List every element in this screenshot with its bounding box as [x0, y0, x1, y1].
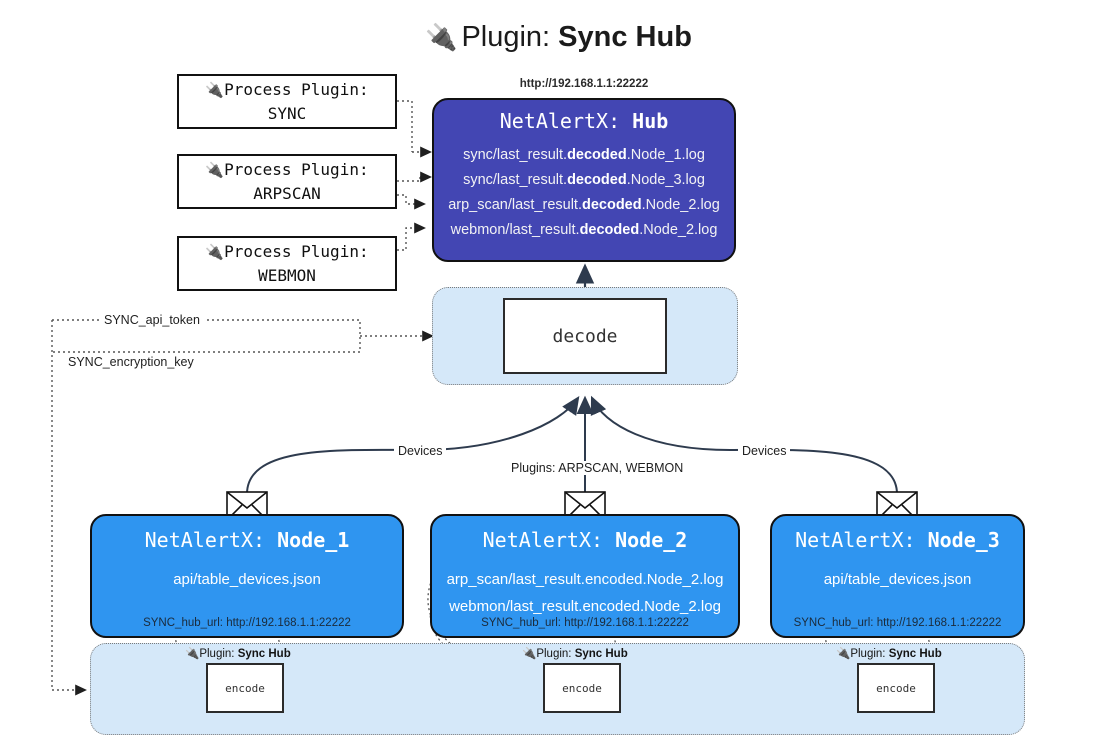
hub-log-mid: decoded — [579, 222, 640, 238]
process-plugin-box-webmon[interactable]: 🔌Process Plugin: WEBMON — [177, 236, 397, 291]
sync-encryption-key-label: SYNC_encryption_key — [64, 355, 198, 369]
node-line: webmon/last_result.encoded.Node_2.log — [449, 598, 721, 615]
node-box-2[interactable]: NetAlertX: Node_2 arp_scan/last_result.e… — [430, 514, 740, 638]
hub-log-pre: webmon/last_result. — [450, 222, 580, 238]
hub-log-line: sync/last_result.decoded.Node_1.log — [434, 143, 734, 168]
node-title-prefix: NetAlertX: — [795, 528, 928, 552]
encoder-plugin-label-3: 🔌Plugin: Sync Hub — [836, 646, 942, 660]
plug-icon: 🔌 — [836, 648, 851, 660]
node-title-prefix: NetAlertX: — [144, 528, 278, 552]
encoder-plugin-prefix: Plugin: — [536, 648, 575, 660]
encode-label: encode — [225, 681, 265, 695]
edge-label-devices-left: Devices — [394, 444, 447, 458]
hub-title: NetAlertX: Hub — [434, 109, 734, 133]
process-plugin-box-arpscan[interactable]: 🔌Process Plugin: ARPSCAN — [177, 154, 397, 209]
node-box-1[interactable]: NetAlertX: Node_1 api/table_devices.json… — [90, 514, 404, 638]
hub-url-label: http://192.168.1.1:22222 — [519, 78, 649, 90]
hub-log-post: .Node_3.log — [626, 172, 705, 188]
process-plugin-label: Process Plugin: — [224, 80, 369, 99]
node-hub-url: SYNC_hub_url: http://192.168.1.1:22222 — [143, 617, 351, 629]
encoder-plugin-name: Sync Hub — [237, 648, 291, 660]
encoder-plugin-name: Sync Hub — [888, 648, 942, 660]
process-plugin-box-sync[interactable]: 🔌Process Plugin: SYNC — [177, 74, 397, 129]
hub-log-post: .Node_1.log — [626, 147, 705, 163]
process-plugin-label: Process Plugin: — [224, 160, 369, 179]
page-title-name: Sync Hub — [558, 21, 692, 53]
node-title-name: Node_2 — [615, 528, 688, 552]
sync-api-token-label: SYNC_api_token — [100, 313, 204, 327]
hub-log-pre: sync/last_result. — [463, 147, 568, 163]
hub-log-post: .Node_2.log — [641, 197, 720, 213]
encoder-plugin-prefix: Plugin: — [850, 648, 889, 660]
page-title: 🔌Plugin: Sync Hub — [0, 14, 1117, 60]
hub-log-line: webmon/last_result.decoded.Node_2.log — [434, 218, 734, 243]
node-title-prefix: NetAlertX: — [482, 528, 616, 552]
node-line: api/table_devices.json — [823, 571, 972, 588]
node-line: api/table_devices.json — [173, 571, 321, 588]
plug-icon: 🔌 — [522, 648, 537, 660]
encoder-plugin-label-1: 🔌Plugin: Sync Hub — [185, 646, 291, 660]
process-plugin-name: WEBMON — [258, 266, 316, 285]
plug-icon: 🔌 — [425, 22, 458, 52]
plug-icon: 🔌 — [205, 81, 225, 99]
encode-box-1[interactable]: encode — [206, 663, 284, 713]
node-box-3[interactable]: NetAlertX: Node_3 api/table_devices.json… — [770, 514, 1025, 638]
hub-log-line: sync/last_result.decoded.Node_3.log — [434, 168, 734, 193]
node-title-name: Node_3 — [927, 528, 1000, 552]
encode-label: encode — [562, 681, 602, 695]
encoder-plugin-name: Sync Hub — [574, 648, 628, 660]
hub-log-mid: decoded — [581, 197, 642, 213]
node-title: NetAlertX: Node_3 — [772, 528, 1023, 552]
hub-log-mid: decoded — [567, 172, 627, 188]
page-title-prefix: Plugin: — [461, 21, 559, 53]
hub-log-pre: arp_scan/last_result. — [448, 197, 582, 213]
node-hub-url: SYNC_hub_url: http://192.168.1.1:22222 — [481, 617, 689, 629]
decode-box[interactable]: decode — [503, 298, 667, 374]
hub-log-post: .Node_2.log — [639, 222, 718, 238]
encode-box-2[interactable]: encode — [543, 663, 621, 713]
edge-label-plugins-center: Plugins: ARPSCAN, WEBMON — [507, 461, 688, 475]
encode-box-3[interactable]: encode — [857, 663, 935, 713]
encoder-plugin-prefix: Plugin: — [199, 648, 238, 660]
plug-icon: 🔌 — [205, 243, 225, 261]
plug-icon: 🔌 — [205, 161, 225, 179]
hub-box[interactable]: NetAlertX: Hub sync/last_result.decoded.… — [432, 98, 736, 262]
encoder-plugin-label-2: 🔌Plugin: Sync Hub — [522, 646, 628, 660]
encode-label: encode — [876, 681, 916, 695]
hub-log-pre: sync/last_result. — [463, 172, 568, 188]
hub-title-prefix: NetAlertX: — [499, 109, 633, 133]
node-line: arp_scan/last_result.encoded.Node_2.log — [446, 571, 724, 588]
plug-icon: 🔌 — [185, 648, 200, 660]
hub-title-name: Hub — [632, 109, 669, 133]
node-title: NetAlertX: Node_1 — [92, 528, 402, 552]
hub-log-mid: decoded — [567, 147, 627, 163]
edge-label-devices-right: Devices — [738, 444, 791, 458]
process-plugin-label: Process Plugin: — [224, 242, 369, 261]
decode-label: decode — [552, 325, 618, 347]
node-title: NetAlertX: Node_2 — [432, 528, 738, 552]
process-plugin-name: ARPSCAN — [253, 184, 321, 203]
node-title-name: Node_1 — [277, 528, 350, 552]
process-plugin-name: SYNC — [267, 104, 307, 123]
node-hub-url: SYNC_hub_url: http://192.168.1.1:22222 — [793, 617, 1002, 629]
hub-log-line: arp_scan/last_result.decoded.Node_2.log — [434, 193, 734, 218]
